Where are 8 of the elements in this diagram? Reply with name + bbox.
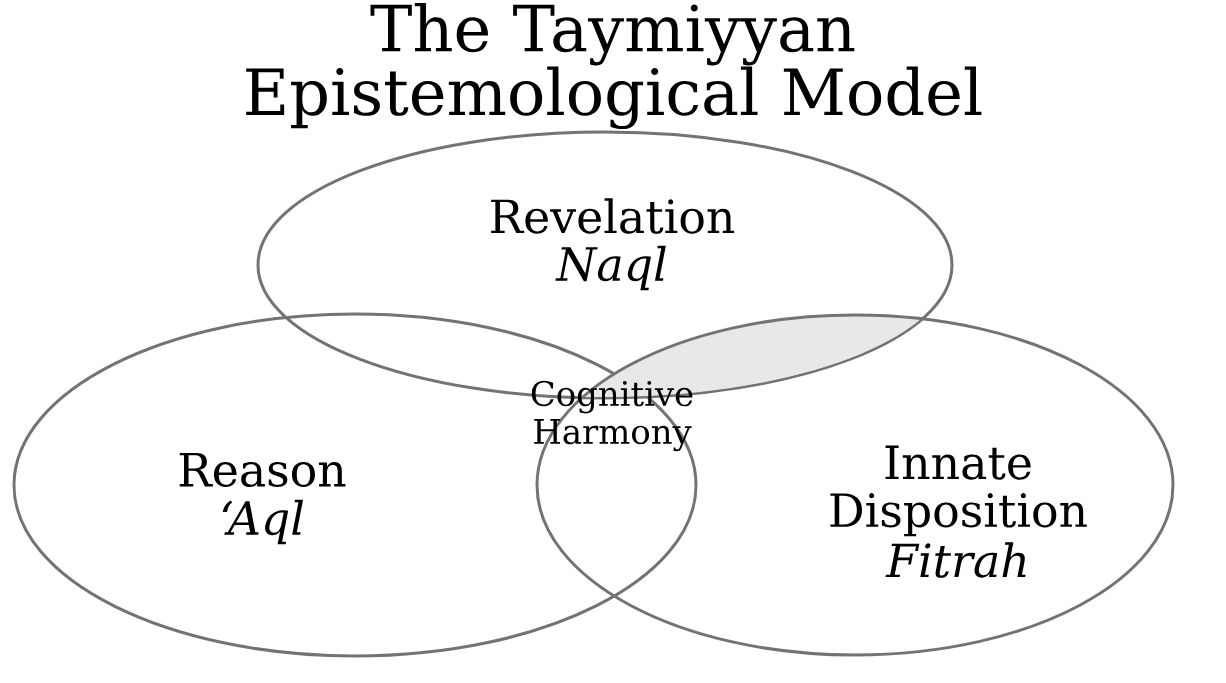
circle-heading: Revelation bbox=[491, 198, 735, 234]
circle-subtitle: ‘Aql bbox=[222, 499, 304, 545]
circle-heading: Innate Disposition bbox=[830, 445, 1087, 537]
center-label: Cognitive Harmony bbox=[531, 380, 693, 452]
circle-subtitle: Fitrah bbox=[885, 542, 1026, 578]
title: The Taymiyyan Epistemological Model bbox=[246, 2, 982, 130]
circle-heading: Reason bbox=[179, 452, 346, 488]
circle-subtitle: Naql bbox=[555, 245, 666, 291]
